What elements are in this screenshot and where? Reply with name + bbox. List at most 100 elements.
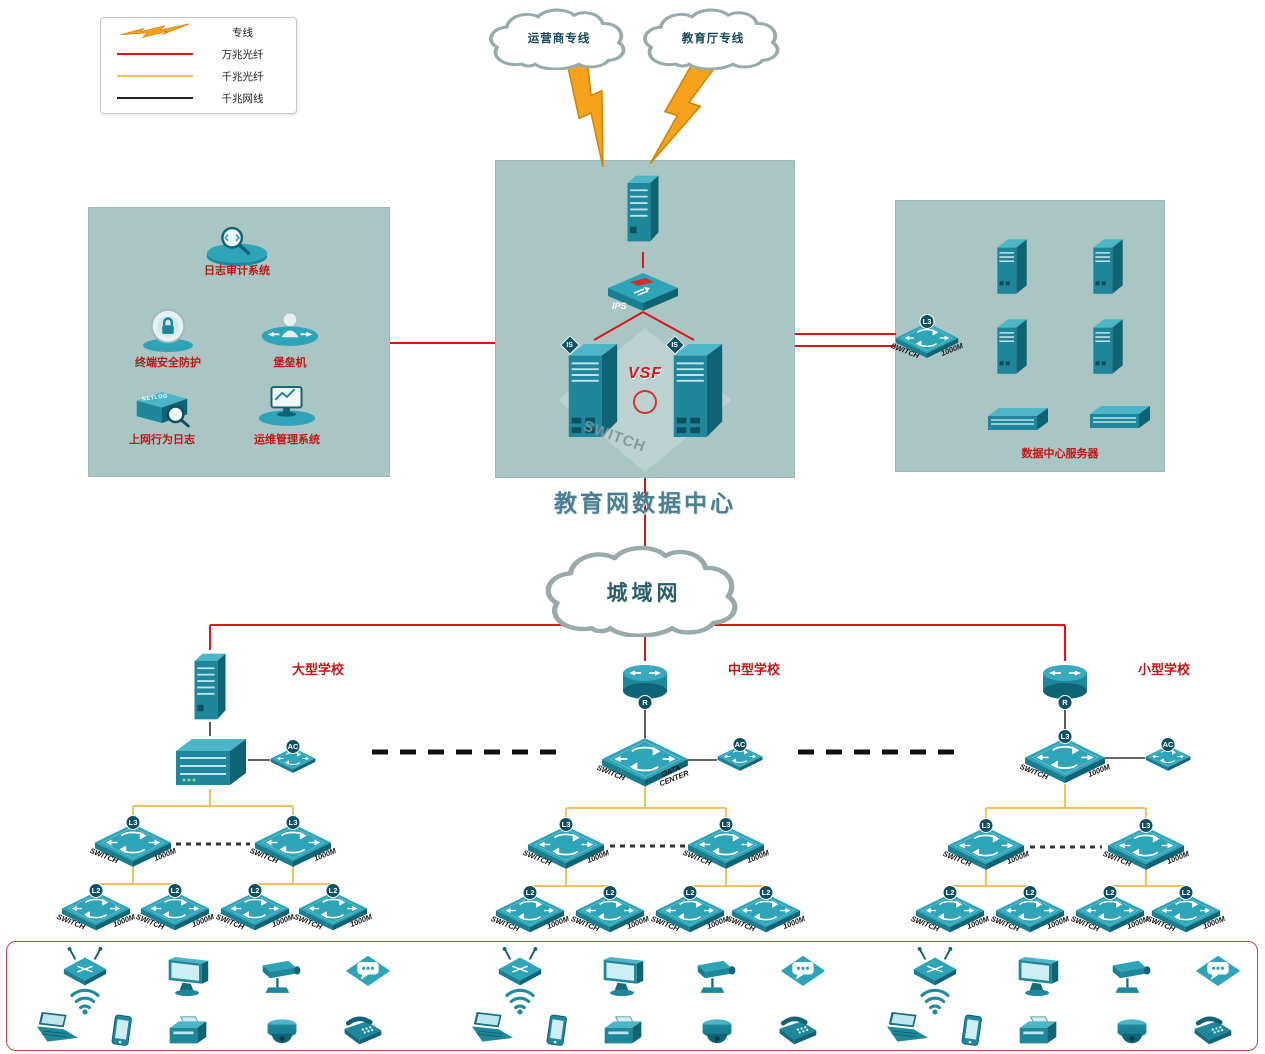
device-badge: AC xyxy=(1160,736,1176,752)
dome-camera-icon[interactable] xyxy=(265,1016,299,1047)
bastion-host-icon[interactable] xyxy=(258,308,322,349)
ops-mgmt-label: 运维管理系统 xyxy=(254,434,320,446)
school-router[interactable]: R xyxy=(1039,661,1091,710)
telephone-icon[interactable] xyxy=(339,1014,385,1047)
printer-icon[interactable] xyxy=(601,1015,645,1048)
ops-mgmt-icon[interactable] xyxy=(255,384,319,427)
device-badge: L3 xyxy=(558,816,574,832)
1g-fiber-links xyxy=(95,784,1187,895)
monitor-icon[interactable] xyxy=(165,957,211,998)
device-badge: L2 xyxy=(247,882,263,898)
school-core-chassis[interactable] xyxy=(172,735,248,789)
black-line-swatch xyxy=(117,97,193,99)
ac-controller[interactable]: AC xyxy=(717,736,763,771)
smartphone-icon[interactable] xyxy=(545,1014,569,1048)
wireless-ap-icon[interactable] xyxy=(60,946,110,986)
printer-icon[interactable] xyxy=(1016,1015,1060,1048)
datacenter-server[interactable] xyxy=(1087,235,1129,298)
im-device-icon[interactable] xyxy=(1194,954,1242,988)
im-device-icon[interactable] xyxy=(779,954,827,988)
school-label-large: 大型学校 xyxy=(291,662,344,677)
legend-row-10g: 万兆光纤 xyxy=(101,43,296,65)
education-cloud[interactable]: 教育厅专线 xyxy=(637,8,789,70)
firewall-device[interactable] xyxy=(622,172,664,245)
cctv-camera-icon[interactable] xyxy=(694,958,740,997)
legend-row-dedicated: 专线 xyxy=(101,21,296,43)
rack-server[interactable] xyxy=(984,406,1050,434)
device-badge: L2 xyxy=(758,884,774,900)
datacenter-server[interactable] xyxy=(1087,315,1129,378)
dome-camera-icon[interactable] xyxy=(700,1016,734,1047)
education-cloud-label: 教育厅专线 xyxy=(681,33,745,45)
laptop-icon[interactable] xyxy=(34,1011,80,1044)
lightning-bolt-right xyxy=(647,55,716,175)
smartphone-icon[interactable] xyxy=(960,1014,984,1048)
im-device-icon[interactable] xyxy=(344,954,392,988)
wireless-ap-icon[interactable] xyxy=(910,946,960,986)
vsf-label: VSF xyxy=(627,365,663,382)
cctv-camera-icon[interactable] xyxy=(259,958,305,997)
man-cloud[interactable]: 城域网 xyxy=(537,545,751,637)
cctv-camera-icon[interactable] xyxy=(1109,958,1155,997)
ips-label: IPS xyxy=(612,301,627,311)
router-badge: R xyxy=(1057,695,1073,710)
datacenter-server[interactable] xyxy=(991,315,1033,378)
device-badge: L3 xyxy=(718,816,734,832)
device-badge: L2 xyxy=(1178,884,1194,900)
legend-label: 万兆光纤 xyxy=(221,48,264,61)
monitor-icon[interactable] xyxy=(600,957,646,998)
legend-label: 千兆网线 xyxy=(221,92,264,105)
router-badge: R xyxy=(637,695,653,710)
school-gateway-device[interactable] xyxy=(189,650,231,723)
device-badge: L3 xyxy=(1057,729,1073,745)
netlog-icon[interactable]: NETLOG xyxy=(129,387,195,428)
monitor-icon[interactable] xyxy=(1015,957,1061,998)
laptop-icon[interactable] xyxy=(469,1011,515,1044)
wireless-ap-icon[interactable] xyxy=(495,946,545,986)
device-badge: AC xyxy=(285,738,301,754)
smartphone-icon[interactable] xyxy=(110,1014,134,1048)
ac-controller[interactable]: AC xyxy=(270,738,316,773)
device-badge: L2 xyxy=(522,884,538,900)
laptop-icon[interactable] xyxy=(884,1011,930,1044)
rack-server[interactable] xyxy=(1086,404,1152,432)
telephone-icon[interactable] xyxy=(774,1014,820,1047)
device-badge: L2 xyxy=(325,882,341,898)
terminal-security-label: 终端安全防护 xyxy=(135,357,201,369)
carrier-cloud[interactable]: 运营商专线 xyxy=(483,8,635,70)
datacenter-server[interactable] xyxy=(991,235,1033,298)
device-badge: L3 xyxy=(285,814,301,830)
terminal-security-icon[interactable] xyxy=(139,307,197,353)
telephone-icon[interactable] xyxy=(1189,1014,1235,1047)
dome-camera-icon[interactable] xyxy=(1115,1016,1149,1047)
ac-controller[interactable]: AC xyxy=(1145,736,1191,771)
ips-device[interactable]: IPS xyxy=(604,269,682,315)
device-badge: L3 xyxy=(1138,817,1154,833)
school-router[interactable]: R xyxy=(619,661,671,710)
legend: 专线 万兆光纤 千兆光纤 千兆网线 xyxy=(100,17,297,114)
printer-icon[interactable] xyxy=(166,1015,210,1048)
core-switch-chassis-right[interactable]: IS xyxy=(665,335,728,441)
